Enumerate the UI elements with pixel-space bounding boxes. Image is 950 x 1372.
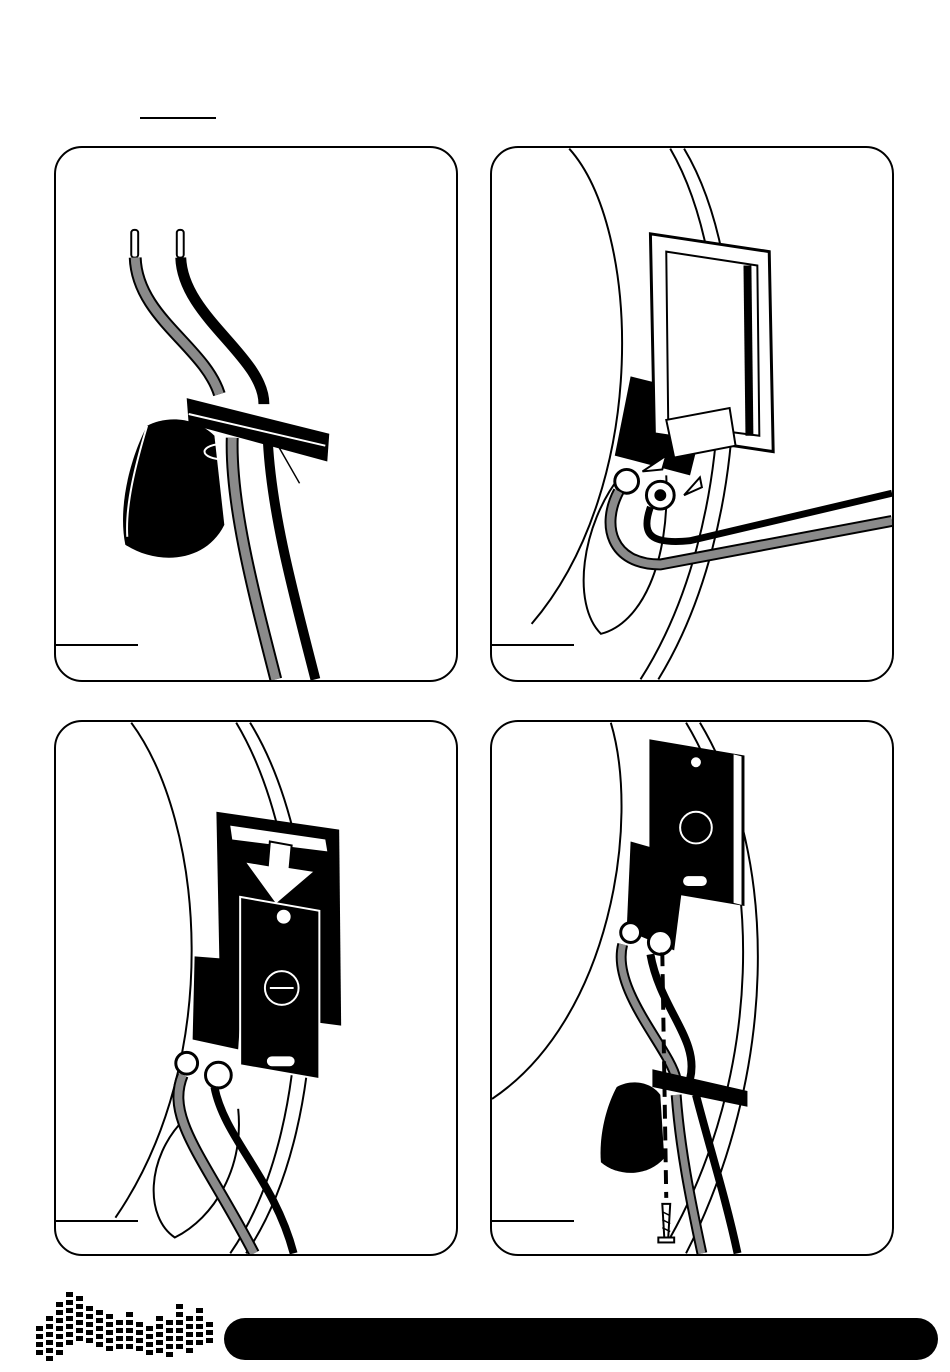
illustration-panel-3 xyxy=(54,720,458,1256)
illustration-panel-1 xyxy=(54,146,458,682)
illustration-panel-4 xyxy=(490,720,894,1256)
caption-rule-2 xyxy=(492,644,574,646)
caption-rule-4 xyxy=(492,1220,574,1222)
illustration-panel-2 xyxy=(490,146,894,682)
heading-rule xyxy=(140,117,216,119)
footer-bar xyxy=(224,1318,938,1360)
wire-tips xyxy=(131,230,183,258)
equalizer-wave-logo xyxy=(36,1286,220,1368)
screw-icon xyxy=(658,1204,674,1243)
caption-rule-3 xyxy=(56,1220,138,1222)
caption-rule-1 xyxy=(56,644,138,646)
